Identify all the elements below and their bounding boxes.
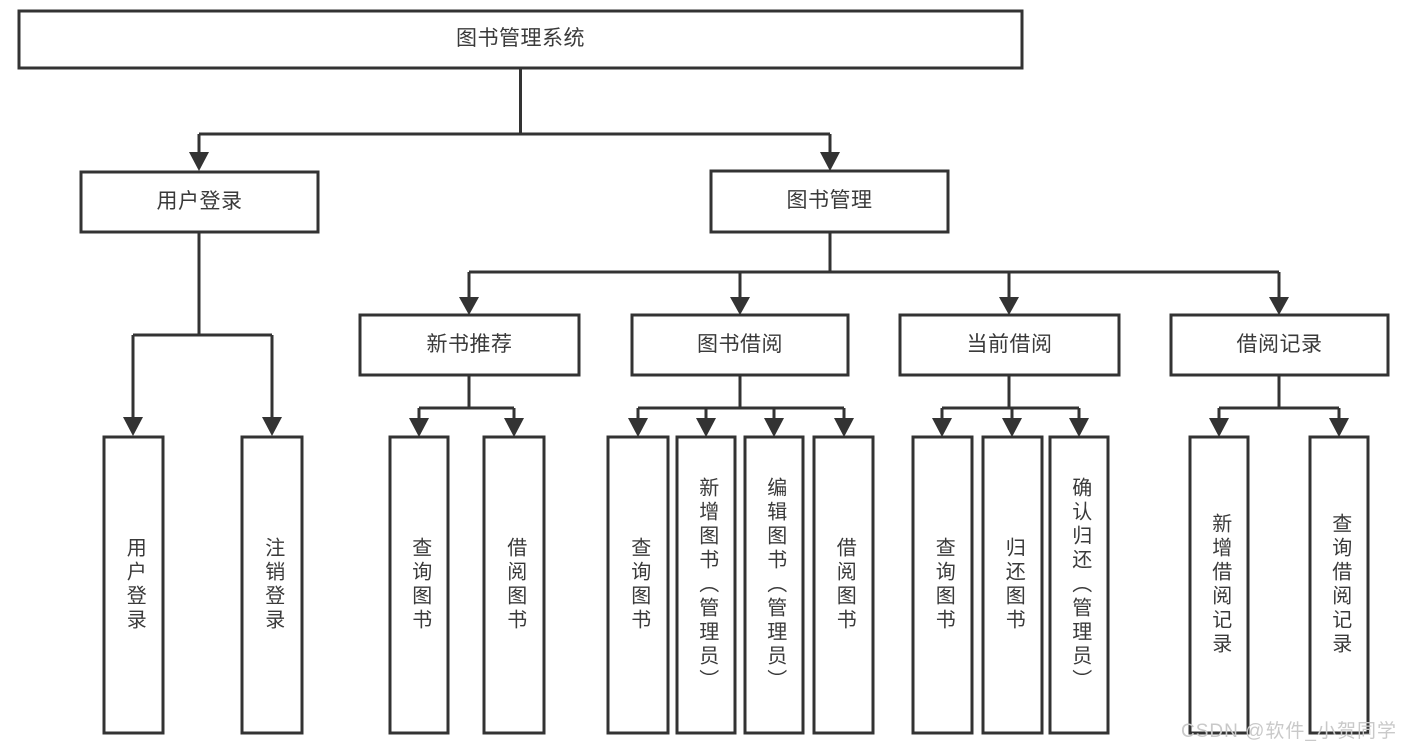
node-box-current-borrow[interactable] bbox=[898, 313, 1121, 377]
connector-group-user-login bbox=[123, 232, 282, 436]
connector-group-book-borrow bbox=[628, 375, 854, 437]
arrow-head-leaf-query-book-1 bbox=[409, 418, 429, 437]
arrow-head-leaf-logout-login bbox=[262, 417, 282, 436]
arrow-head-leaf-query-book-2 bbox=[628, 418, 648, 437]
node-box-leaf-add-book[interactable] bbox=[675, 435, 737, 735]
node-box-leaf-add-record[interactable] bbox=[1188, 435, 1250, 735]
node-box-borrow-record[interactable] bbox=[1169, 313, 1390, 377]
arrow-head-current-borrow bbox=[999, 297, 1019, 315]
arrow-head-bookmanage bbox=[820, 152, 840, 171]
connector-group-current-borrow bbox=[932, 375, 1089, 437]
connector-group-new-book-rec bbox=[409, 375, 524, 437]
node-box-new-book-rec[interactable] bbox=[358, 313, 581, 377]
node-box-leaf-return-book[interactable] bbox=[981, 435, 1044, 735]
arrow-head-leaf-query-book-3 bbox=[932, 418, 952, 437]
node-box-leaf-query-book-3[interactable] bbox=[911, 435, 974, 735]
node-box-book-borrow[interactable] bbox=[630, 313, 850, 377]
arrow-head-new-book-rec bbox=[459, 297, 479, 315]
node-box-book-manage[interactable] bbox=[709, 169, 950, 234]
arrow-head-book-borrow bbox=[730, 297, 750, 315]
connector-group-book-manage bbox=[459, 232, 1289, 315]
arrow-head-leaf-add-book bbox=[696, 418, 716, 437]
node-box-leaf-user-login[interactable] bbox=[102, 435, 165, 735]
arrow-head-leaf-return-book bbox=[1002, 418, 1022, 437]
arrow-head-leaf-query-record bbox=[1329, 418, 1349, 437]
node-box-user-login[interactable] bbox=[79, 170, 320, 234]
node-box-leaf-confirm-return[interactable] bbox=[1048, 435, 1110, 735]
node-box-leaf-logout-login[interactable] bbox=[240, 435, 304, 735]
connector-group-root bbox=[189, 68, 840, 171]
node-box-leaf-edit-book[interactable] bbox=[743, 435, 805, 735]
node-box-root[interactable] bbox=[17, 9, 1024, 70]
arrow-head-leaf-user-login bbox=[123, 417, 143, 436]
arrow-head-leaf-borrow-book-1 bbox=[504, 418, 524, 437]
node-box-leaf-query-book-1[interactable] bbox=[388, 435, 450, 735]
node-box-leaf-query-record[interactable] bbox=[1308, 435, 1370, 735]
arrow-head-leaf-confirm-return bbox=[1069, 418, 1089, 437]
arrow-head-userlogin bbox=[189, 152, 209, 171]
arrow-head-leaf-add-record bbox=[1209, 418, 1229, 437]
node-box-leaf-borrow-book-1[interactable] bbox=[482, 435, 546, 735]
node-box-leaf-borrow-book-2[interactable] bbox=[812, 435, 875, 735]
arrow-head-leaf-edit-book bbox=[764, 418, 784, 437]
arrow-head-borrow-record bbox=[1269, 297, 1289, 315]
node-box-leaf-query-book-2[interactable] bbox=[606, 435, 670, 735]
arrow-head-leaf-borrow-book-2 bbox=[834, 418, 854, 437]
connector-group-borrow-record bbox=[1209, 375, 1349, 437]
